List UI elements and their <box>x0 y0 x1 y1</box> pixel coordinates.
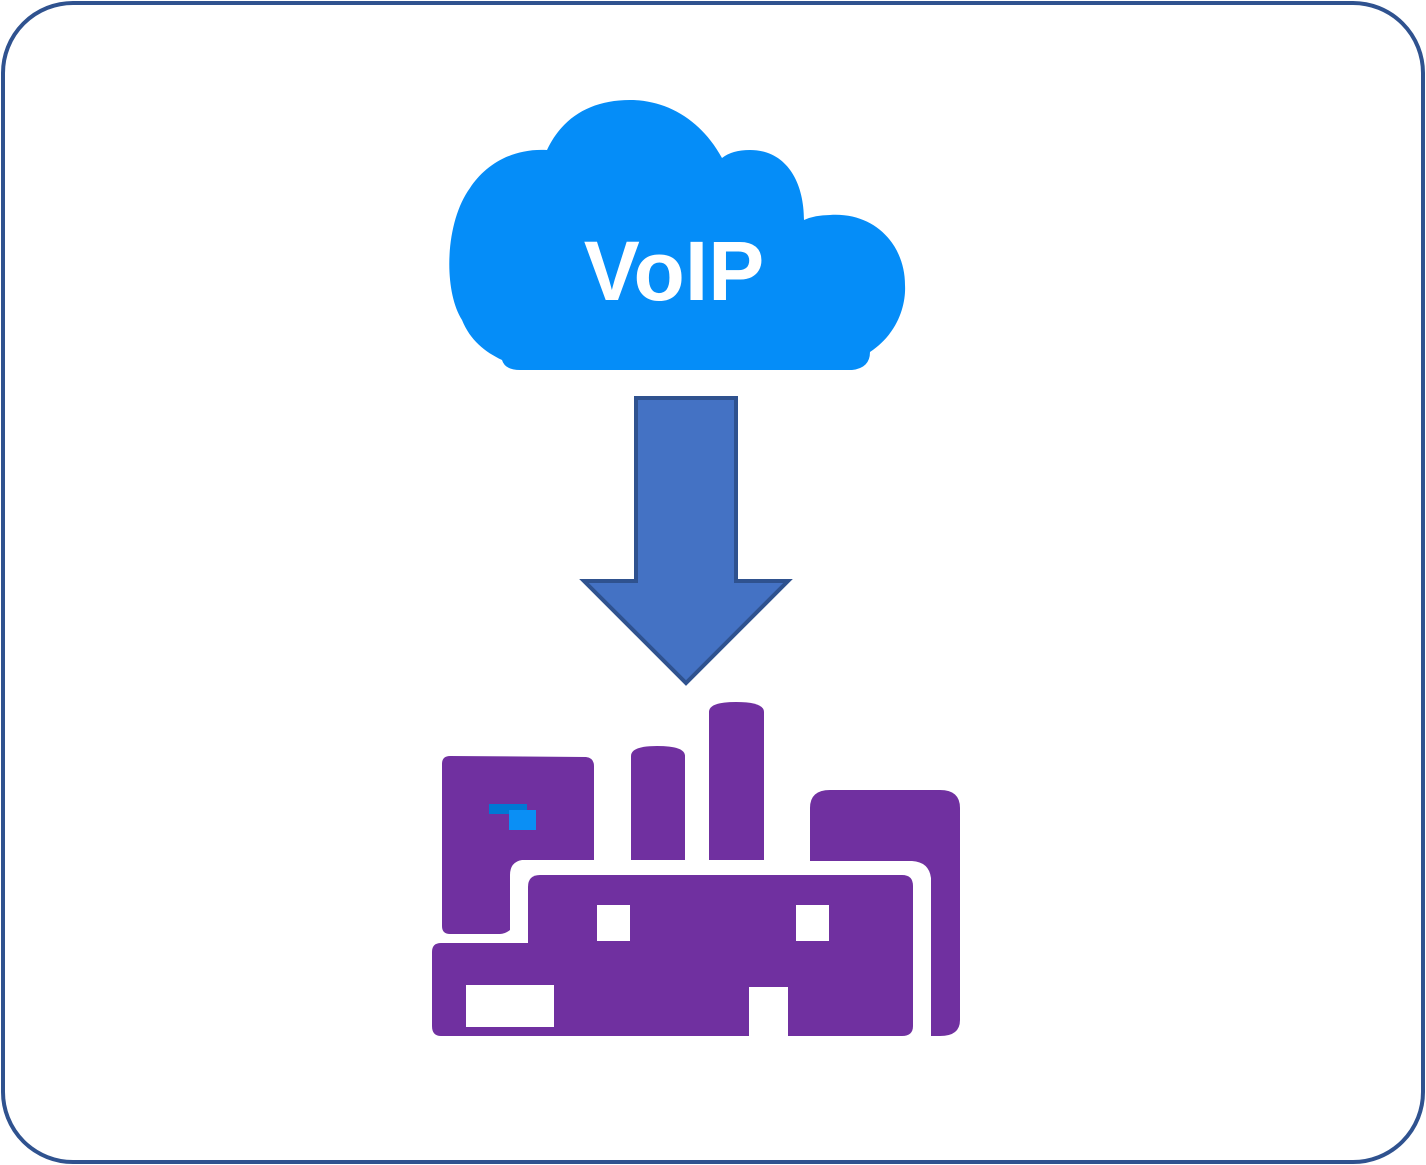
factory-window <box>597 905 630 941</box>
factory-icon <box>432 702 960 1036</box>
cloud-icon: VoIP <box>449 100 906 370</box>
accent-bar-dark <box>489 804 527 814</box>
arrow-down-icon <box>579 396 793 686</box>
arrow-shape <box>579 396 793 686</box>
factory-left-block <box>442 756 594 934</box>
factory-chimney-tall <box>709 702 764 860</box>
factory-chimney-short <box>631 746 685 860</box>
cloud-label: VoIP <box>584 224 764 318</box>
factory-right-block <box>810 790 960 1036</box>
factory-window <box>466 985 554 1027</box>
accent-bar-light <box>509 810 536 830</box>
factory-middle-block <box>528 875 913 1036</box>
cloud-shape <box>449 100 906 370</box>
factory-door <box>749 987 788 1036</box>
factory-window <box>796 905 829 941</box>
